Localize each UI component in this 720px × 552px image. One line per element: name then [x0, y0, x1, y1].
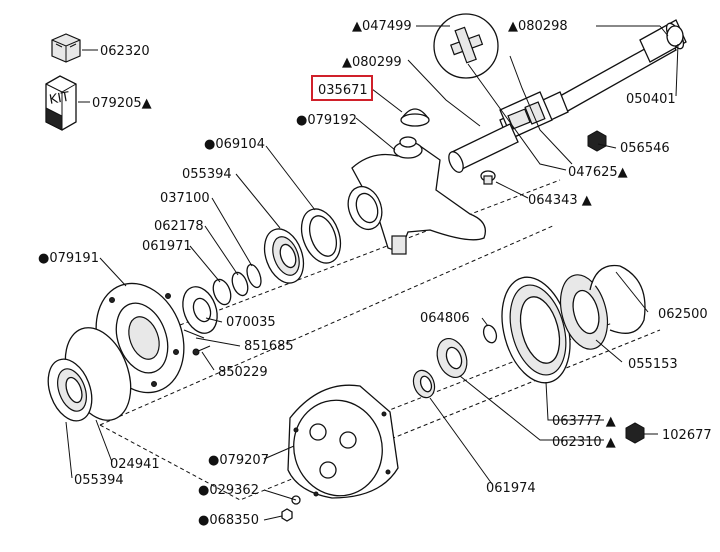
label-851685[interactable]: 851685 — [244, 339, 294, 354]
part-068350-drain-nut[interactable] — [281, 508, 293, 522]
label-047499[interactable]: ▲047499 — [352, 19, 412, 34]
assembly-axis-lower — [99, 329, 661, 501]
part-047499-spider-detail[interactable] — [433, 13, 499, 79]
part-056546-hex-nut[interactable] — [587, 130, 607, 152]
part-037100-circlip[interactable] — [244, 263, 263, 290]
label-064806[interactable]: 064806 — [420, 311, 470, 326]
selected-part-highlight — [311, 75, 373, 101]
label-079192[interactable]: ●079192 — [296, 113, 357, 128]
part-062310-planet-gear[interactable] — [432, 334, 472, 381]
label-037100[interactable]: 037100 — [160, 191, 210, 206]
part-102677-hex-nut[interactable] — [625, 422, 645, 444]
label-062500[interactable]: 062500 — [658, 307, 708, 322]
part-055394-bearing-lower[interactable] — [40, 353, 99, 427]
label-080298[interactable]: ▲080298 — [508, 19, 568, 34]
part-062320-box[interactable] — [51, 33, 81, 63]
part-079192-steering-knuckle[interactable] — [342, 136, 487, 255]
label-056546[interactable]: 056546 — [620, 141, 670, 156]
label-047625[interactable]: 047625▲ — [568, 165, 628, 180]
assembly-axis-center — [179, 179, 561, 326]
label-064343[interactable]: 064343 ▲ — [528, 193, 592, 208]
label-055394-upper[interactable]: 055394 — [182, 167, 232, 182]
part-079207-hub-cover[interactable] — [283, 384, 399, 506]
label-102677[interactable]: 102677 — [662, 428, 712, 443]
label-062178[interactable]: 062178 — [154, 219, 204, 234]
label-062320[interactable]: 062320 — [100, 44, 150, 59]
part-062500-snap-ring[interactable] — [589, 264, 646, 334]
label-055153[interactable]: 055153 — [628, 357, 678, 372]
label-063777[interactable]: 063777 ▲ — [552, 414, 616, 429]
label-029362[interactable]: ●029362 — [198, 483, 259, 498]
kit-box-text: KIT — [48, 90, 71, 108]
label-068350[interactable]: ●068350 — [198, 513, 259, 528]
part-063777-ring-gear[interactable] — [491, 270, 581, 391]
leader-lines — [65, 25, 679, 521]
label-050401[interactable]: 050401 — [626, 92, 676, 107]
label-079191[interactable]: ●079191 — [38, 251, 99, 266]
part-055153-gear-carrier[interactable] — [553, 270, 615, 355]
part-inner-splined-shaft[interactable] — [446, 123, 519, 175]
part-064343-bolt[interactable] — [480, 170, 496, 185]
label-069104[interactable]: ●069104 — [204, 137, 265, 152]
label-079207[interactable]: ●079207 — [208, 453, 269, 468]
label-055394-lower[interactable]: 055394 — [74, 473, 124, 488]
part-851685-stud[interactable] — [183, 329, 205, 339]
label-035671[interactable]: 035671 — [318, 83, 368, 98]
part-070035-flange-plate[interactable] — [177, 282, 223, 338]
label-061971[interactable]: 061971 — [142, 239, 192, 254]
part-055394-bearing-upper[interactable] — [258, 224, 311, 289]
part-069104-seal-ring[interactable] — [295, 204, 348, 269]
part-850229-screw[interactable] — [192, 345, 211, 356]
assembly-axis-left — [99, 224, 556, 426]
label-079205[interactable]: 079205▲ — [92, 96, 152, 111]
label-061974[interactable]: 061974 — [486, 481, 536, 496]
label-024941[interactable]: 024941 — [110, 457, 160, 472]
part-labels: 062320 079205▲ ▲047499 ▲080298 ▲080299 0… — [38, 19, 712, 528]
part-035671-grease-cap[interactable] — [400, 108, 430, 127]
label-080299[interactable]: ▲080299 — [342, 55, 402, 70]
part-079205-kit-box[interactable]: KIT — [45, 75, 77, 131]
part-050401-end-cap[interactable] — [666, 25, 684, 47]
label-062310[interactable]: 062310 ▲ — [552, 435, 616, 450]
part-064806-ring[interactable] — [481, 323, 498, 344]
part-061974-needle-bearing[interactable] — [410, 367, 438, 400]
label-070035[interactable]: 070035 — [226, 315, 276, 330]
label-850229[interactable]: 850229 — [218, 365, 268, 380]
